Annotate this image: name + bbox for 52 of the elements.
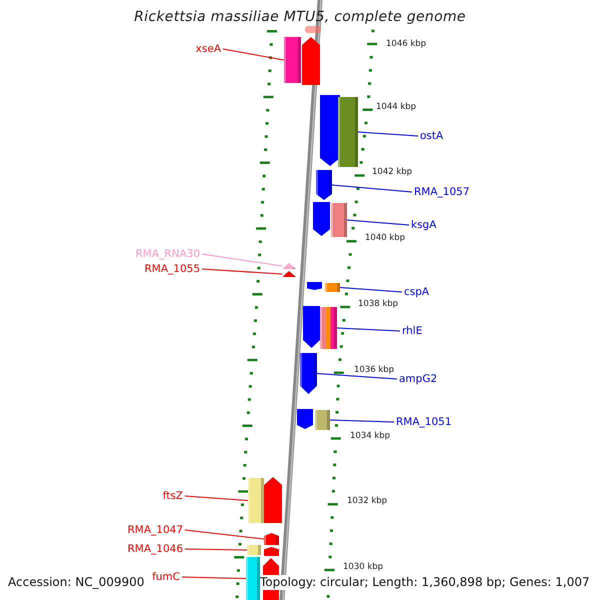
gene-label: RMA_RNA30 <box>136 248 200 260</box>
gene-label: ostA <box>420 130 444 142</box>
gene-label: rhlE <box>402 325 422 337</box>
gene-block <box>316 170 332 200</box>
gene-bar <box>247 545 261 555</box>
gene-label: RMA_1057 <box>414 186 470 198</box>
gene-label: ftsZ <box>162 490 183 502</box>
leader-line <box>222 48 284 60</box>
gene-label: RMA_1046 <box>127 543 183 555</box>
gene-bar <box>248 478 264 523</box>
leader-line <box>346 220 410 226</box>
gene-label: RMA_1047 <box>127 524 183 536</box>
tick-label: 1032 kbp <box>347 496 388 506</box>
leader-line <box>202 268 282 274</box>
tick-label: 1030 kbp <box>343 562 384 572</box>
leader-line <box>184 496 248 501</box>
gene-label: ksgA <box>411 219 436 231</box>
gene-block <box>264 533 279 545</box>
genome-info-text: Topology: circular; Length: 1,360,898 bp; Genes: 1,007 <box>260 575 592 590</box>
leader-line <box>202 254 282 266</box>
gene-label: cspA <box>404 286 430 298</box>
tick-label: 1036 kbp <box>354 365 394 375</box>
leader-line <box>358 132 418 136</box>
gene-label: RMA_1055 <box>144 263 200 275</box>
map-title: Rickettsia massiliae MTU5, complete genome <box>133 9 467 25</box>
leader-line <box>182 576 246 579</box>
gene-bar <box>338 97 358 167</box>
gene-block <box>300 353 317 394</box>
gene-bar <box>246 557 260 600</box>
tick-label: 1042 kbp <box>372 167 412 177</box>
gene-bar <box>284 37 301 83</box>
gene-label: RMA_1051 <box>396 416 452 428</box>
gene-label: ampG2 <box>399 373 438 385</box>
leader-line <box>316 373 398 380</box>
gene-bar <box>315 410 330 430</box>
leader-line <box>340 287 402 292</box>
tick-label: 1046 kbp <box>386 39 426 49</box>
gene-bar <box>325 283 340 292</box>
leader-line <box>184 530 264 540</box>
tick-label: 1040 kbp <box>365 233 406 243</box>
leader-line <box>330 420 394 422</box>
leader-line <box>336 328 400 332</box>
tick-label: 1044 kbp <box>376 102 416 112</box>
leader-line <box>332 184 412 192</box>
accession-text: Accession: NC_009900 <box>8 575 146 590</box>
gene-bar <box>320 307 337 349</box>
gene-label: fumC <box>152 571 180 583</box>
gene-bar <box>331 203 347 237</box>
leader-line <box>184 548 248 550</box>
tick-label: 1034 kbp <box>350 431 390 441</box>
tick-label: 1038 kbp <box>358 299 398 309</box>
gene-label: xseA <box>196 43 221 55</box>
